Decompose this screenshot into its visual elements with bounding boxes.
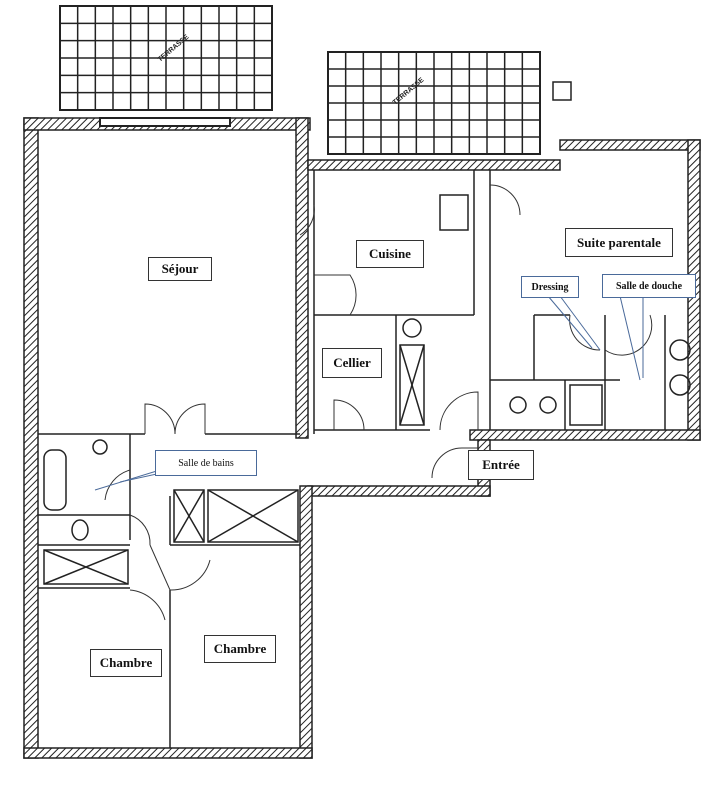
washer-icon	[402, 318, 422, 338]
room-label-dressing: Dressing	[521, 276, 579, 298]
exterior-walls	[23, 117, 701, 759]
fixtures	[43, 81, 691, 541]
doors	[104, 184, 653, 621]
room-label-salle-de-bains: Salle de bains	[155, 450, 257, 476]
vent-icon	[552, 81, 572, 101]
room-label-suite-parentale: Suite parentale	[565, 228, 673, 257]
room-label-cuisine: Cuisine	[356, 240, 424, 268]
kitchen-sink-icon	[439, 194, 469, 231]
room-label-entree: Entrée	[468, 450, 534, 480]
washbasin-icon	[669, 339, 691, 361]
toilet-icon	[71, 519, 89, 541]
callout-pointers	[94, 295, 644, 491]
washbasin-icon	[669, 374, 691, 396]
toilet-icon	[539, 396, 557, 414]
room-label-cellier: Cellier	[322, 348, 382, 378]
bathtub-icon	[43, 449, 67, 511]
toilet-icon	[509, 396, 527, 414]
room-label-sejour: Séjour	[148, 257, 212, 281]
room-label-salle-de-douche: Salle de douche	[602, 274, 696, 298]
terrace-right	[327, 51, 541, 155]
room-label-chambre-1: Chambre	[90, 649, 162, 677]
room-label-chambre-2: Chambre	[204, 635, 276, 663]
washbasin-icon	[92, 439, 108, 455]
terrace-left	[59, 5, 273, 111]
closets	[43, 344, 425, 585]
shower-icon	[569, 384, 603, 426]
